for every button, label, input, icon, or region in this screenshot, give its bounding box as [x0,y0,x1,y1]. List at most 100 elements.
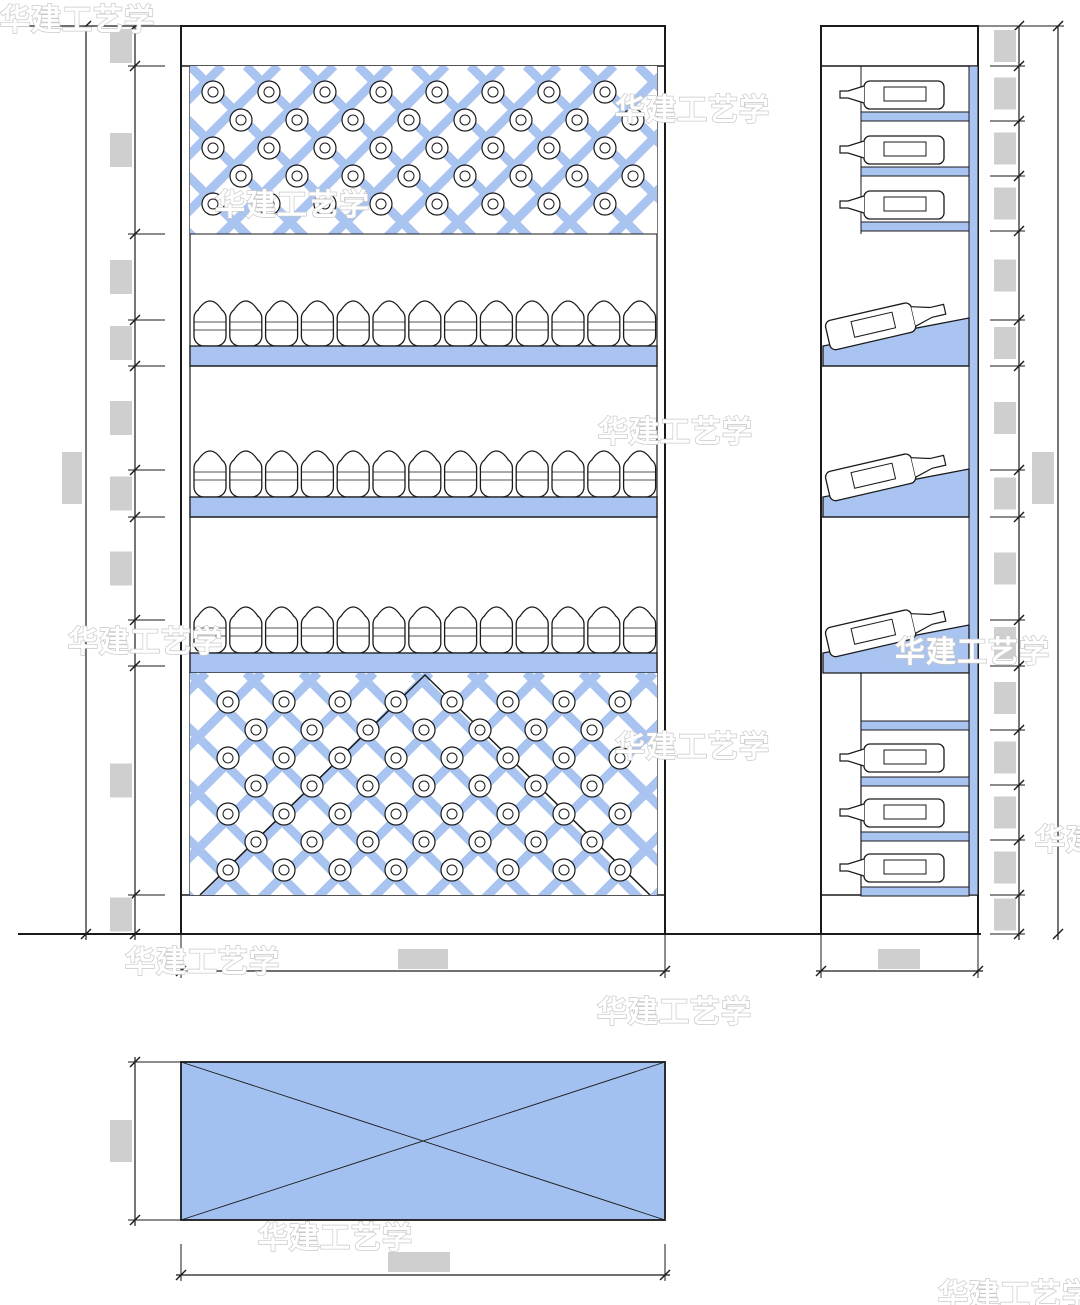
bottle-neck-end [278,864,290,876]
bottle-neck-end [586,836,598,848]
redacted-dimension-value [62,452,82,504]
bottle-shoulder [412,300,438,311]
watermark-text: 华建工艺学 [615,730,770,765]
redacted-dimension-value [110,1120,132,1162]
bottle-shoulder [376,300,402,311]
bottle-shoulder [483,606,509,617]
bottle-neck-end [502,696,514,708]
bottle-shelf-2 [189,450,658,518]
bottle-shoulder [519,300,545,311]
bottle-body [408,613,442,654]
lattice-slat [190,890,195,895]
bottle-neck-end [222,696,234,708]
bottle-neck [839,803,865,822]
bottle-neck-end [474,780,486,792]
bottle-shoulder [555,606,581,617]
bottle-neck-end [530,780,542,792]
redacted-dimension-value [994,851,1016,884]
watermark-text: 华建工艺学 [125,945,280,980]
lattice-slat [551,128,657,234]
upper-diamond-lattice [0,66,657,266]
bottle-shoulder [627,450,653,461]
redacted-dimension-value [994,187,1016,220]
side-upper-bottle-2 [839,135,970,177]
bottle-neck-end [319,86,331,98]
side-lower-bottle-2 [839,798,970,842]
bottle-body [264,613,299,654]
bottle-shoulder [483,300,509,311]
side-angled-rack-3 [822,609,970,674]
bottle-neck-end [431,142,443,154]
bottle-neck-end [347,170,359,182]
lattice-slat [974,673,1080,913]
bottle-label [883,86,927,102]
redacted-dimension-value [110,763,132,798]
bottle-neck-end [390,696,402,708]
bottle-label [883,749,927,765]
bottle-body [515,457,549,498]
bottle-body [515,613,549,654]
lattice-slat [0,673,94,913]
bottle-neck [911,454,947,478]
bottle-neck-end [263,142,275,154]
bottle-neck-end [278,808,290,820]
bottle-neck-end [459,170,471,182]
bottle-shoulder [197,300,223,311]
bottle-neck-end [571,170,583,182]
lattice-slat [0,66,54,266]
bottle-body [622,613,657,654]
redacted-dimension-value [110,260,132,294]
bottle-shelf-1 [189,300,658,367]
lattice-slat [190,66,282,161]
bottle-neck [839,748,865,767]
bottle-body [372,457,406,498]
bottle-shoulder [448,300,474,311]
bottle-shoulder [233,606,259,617]
watermark-text: 华建工艺学 [895,635,1050,670]
watermark-text: 华建工艺学 [68,625,223,660]
tilted-bottle [824,453,947,502]
bottle-body [300,457,335,498]
watermark-text: 华建工艺学 [215,188,370,223]
bottle-body [622,307,657,347]
bottle-neck-end [627,114,639,126]
side-angled-rack-1 [822,302,970,367]
bottle-neck-end [347,114,359,126]
bottle-neck-end [319,198,331,210]
bottle-shoulder [519,450,545,461]
bottle-shoulder [376,606,402,617]
bottle-neck-end [250,780,262,792]
bottle-body [193,307,227,347]
lattice-slat [190,673,210,696]
lattice-slat [607,184,657,234]
bottle-neck-end [418,724,430,736]
bottle-neck-end [558,752,570,764]
bottle-body [336,307,370,347]
side-bottle-shelf [860,776,970,787]
bottle-neck-end [586,724,598,736]
bottle-neck-end [222,752,234,764]
bottle-label [883,804,927,820]
shelf-board [189,345,658,367]
watermark-text: 华建工艺学 [938,1278,1080,1305]
tilted-bottle [824,609,947,658]
side-bottle-shelf [860,886,970,897]
bottle-shelf-3 [189,606,658,674]
bottle-body [622,457,657,498]
bottle-shoulder [233,300,259,311]
bottle-neck-end [375,86,387,98]
bottle-body [264,457,299,498]
bottle-neck-end [306,836,318,848]
dim-tick [1052,928,1064,940]
lattice-slat [383,66,562,234]
bottle-body [408,457,442,498]
bottle-label [883,196,927,212]
shelf-board [189,652,658,674]
dim-tick [80,20,92,32]
bottle-neck-end [487,198,499,210]
bottle-neck-end [558,864,570,876]
redacted-dimension-value [994,627,1016,659]
bottle-shoulder [591,606,617,617]
bottle-label [883,859,927,875]
watermark-text: 华建工艺学 [258,1221,413,1256]
